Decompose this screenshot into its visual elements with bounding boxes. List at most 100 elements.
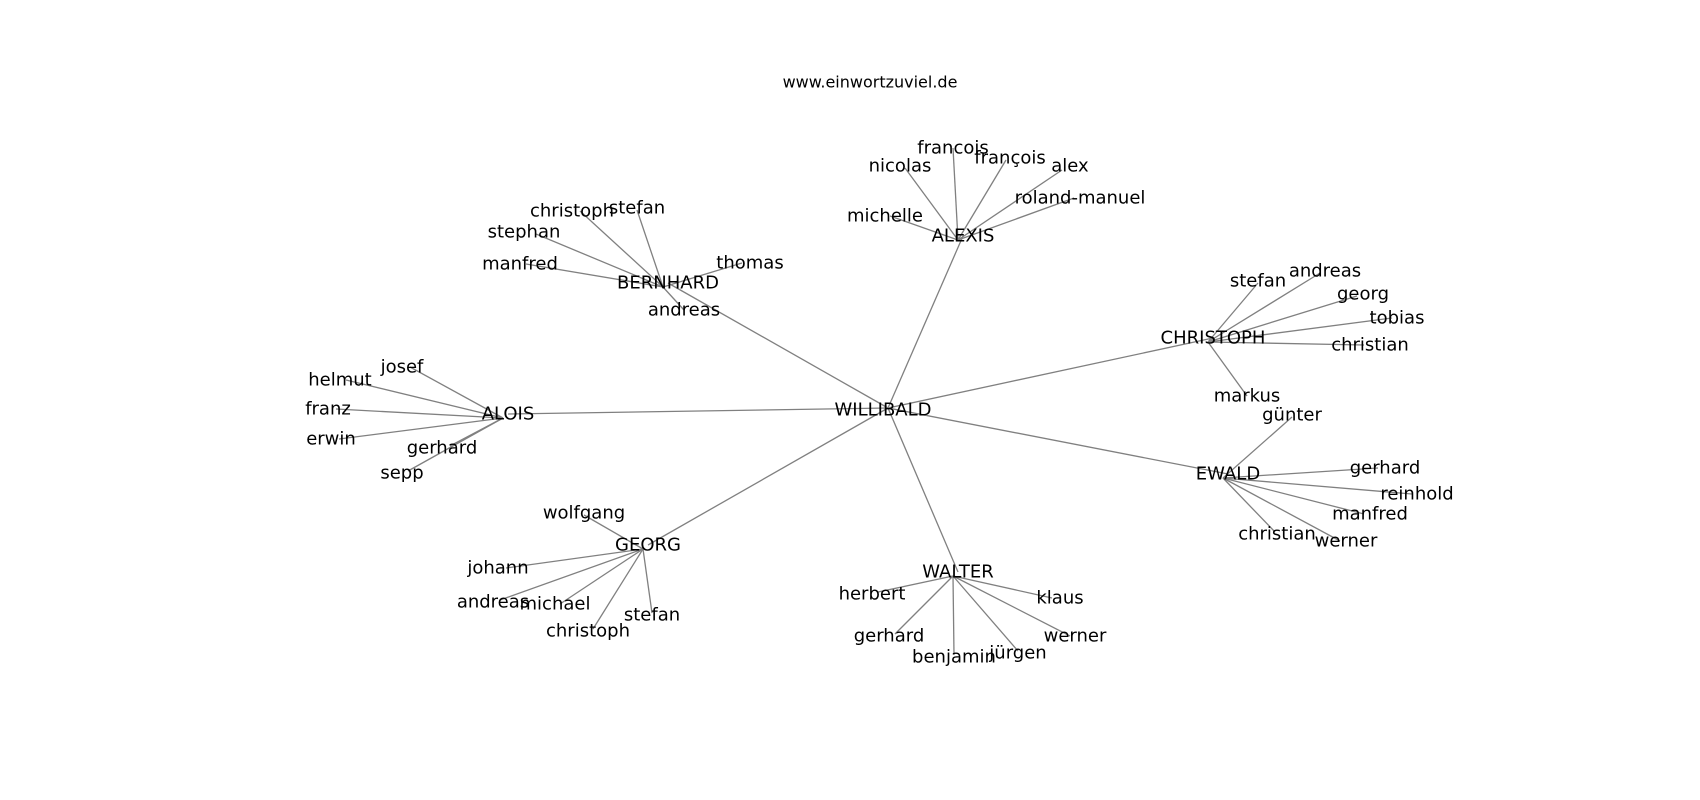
leaf-node-label: georg [1337,284,1389,305]
leaf-node-label: wolfgang [543,503,625,524]
hub-node-label: ALEXIS [932,226,995,247]
edge-root-to-hub [887,407,1229,475]
edge-hub-to-leaf [409,366,504,419]
edge-hub-to-leaf [1207,282,1259,343]
edge-hub-to-leaf [889,215,959,241]
leaf-node-label: klaus [1036,588,1083,609]
edge-hub-to-leaf [894,575,954,635]
leaf-node-label: christian [1238,524,1316,545]
leaf-node-label: josef [380,357,424,378]
leaf-node-label: thomas [716,253,783,274]
edge-hub-to-leaf [1222,477,1413,495]
leaf-node-label: stefan [624,605,680,626]
leaf-node-label: erwin [306,429,356,450]
leaf-node-label: stefan [609,198,665,219]
edges-layer [335,147,1413,656]
edge-root-to-hub [667,282,889,409]
leaf-node-label: jürgen [988,643,1046,664]
leaf-node-label: michael [520,594,591,615]
labels-layer: www.einwortzuviel.de WILLIBALD ALEXISfra… [305,73,1453,668]
leaf-node-label: stephan [488,222,561,243]
leaf-node-label: andreas [648,300,720,321]
leaf-node-label: herbert [839,584,906,605]
edge-root-to-hub [647,407,889,546]
edge-hub-to-leaf [407,417,504,472]
leaf-node-label: françois [974,148,1045,169]
edge-hub-to-leaf [957,159,1007,241]
leaf-node-label: markus [1214,386,1281,407]
leaf-node-label: roland-manuel [1015,188,1146,209]
edge-root-to-hub [507,407,889,415]
leaf-node-label: andreas [1289,261,1361,282]
edge-hub-to-leaf [1207,272,1321,343]
diagram-title: www.einwortzuviel.de [783,73,958,92]
leaf-node-label: helmut [308,370,371,391]
edge-hub-to-leaf [1222,416,1293,479]
edge-hub-to-leaf [877,575,954,593]
leaf-node-label: gerhard [854,626,925,647]
edge-hub-to-leaf [579,210,664,288]
edge-hub-to-leaf [952,575,1071,637]
leaf-node-label: reinhold [1380,484,1453,505]
leaf-node-label: andreas [457,592,529,613]
edge-hub-to-leaf [952,575,955,656]
edge-hub-to-leaf [583,514,644,550]
hub-node-label: WALTER [922,562,994,583]
edge-hub-to-leaf [662,262,743,288]
edge-root-to-hub [887,407,959,573]
edge-hub-to-leaf [1222,477,1276,533]
edge-hub-to-leaf [904,167,959,241]
hub-node-label: BERNHARD [617,273,719,294]
edge-hub-to-leaf [1207,317,1393,343]
leaf-node-label: manfred [482,254,558,275]
leaf-node-label: stefan [1230,271,1286,292]
edge-hub-to-leaf [957,169,1063,241]
edge-hub-to-leaf [662,286,685,311]
edge-hub-to-leaf [499,548,644,601]
leaf-node-label: manfred [1332,504,1408,525]
edge-hub-to-leaf [1222,477,1365,515]
edge-hub-to-leaf [505,548,644,569]
hub-node-label: CHRISTOPH [1161,328,1266,349]
edge-hub-to-leaf [592,548,644,630]
edge-root-to-hub [887,235,964,409]
edge-hub-to-leaf [952,575,1019,652]
leaf-node-label: christoph [530,201,614,222]
edge-hub-to-leaf [1222,477,1341,542]
edge-hub-to-leaf [952,575,1053,599]
leaf-node-label: johann [466,558,528,579]
edge-hub-to-leaf [345,379,504,419]
leaf-node-label: christian [1331,335,1409,356]
edge-hub-to-leaf [1207,341,1248,397]
leaf-node-label: nicolas [869,156,932,177]
leaf-node-label: christoph [546,621,630,642]
edge-hub-to-leaf [525,263,664,288]
edge-hub-to-leaf [957,197,1075,241]
edge-hub-to-leaf [1222,467,1379,479]
hub-node-label: ALOIS [482,404,535,425]
leaf-node-label: werner [1044,626,1107,647]
hub-node-label: EWALD [1196,464,1260,485]
leaf-node-label: sepp [380,463,423,484]
edge-hub-to-leaf [535,233,664,288]
edge-hub-to-leaf [338,417,504,440]
leaf-node-label: francois [917,138,988,159]
edge-root-to-hub [887,337,1214,409]
leaf-node-label: benjamin [912,647,996,668]
leaf-node-label: werner [1315,531,1378,552]
edge-hub-to-leaf [559,548,644,605]
leaf-node-label: gerhard [407,438,478,459]
hub-node-label: GEORG [615,535,681,556]
edge-hub-to-leaf [952,147,959,241]
edge-hub-to-leaf [1207,341,1365,346]
leaf-node-label: alex [1051,156,1089,177]
leaf-node-label: gerhard [1350,458,1421,479]
leaf-node-label: michelle [847,206,923,227]
edge-hub-to-leaf [335,408,504,419]
leaf-node-label: franz [305,399,351,420]
leaf-node-label: tobias [1370,308,1425,329]
edge-hub-to-leaf [636,209,664,288]
edge-hub-to-leaf [1207,295,1358,343]
leaf-node-label: günter [1262,405,1322,426]
